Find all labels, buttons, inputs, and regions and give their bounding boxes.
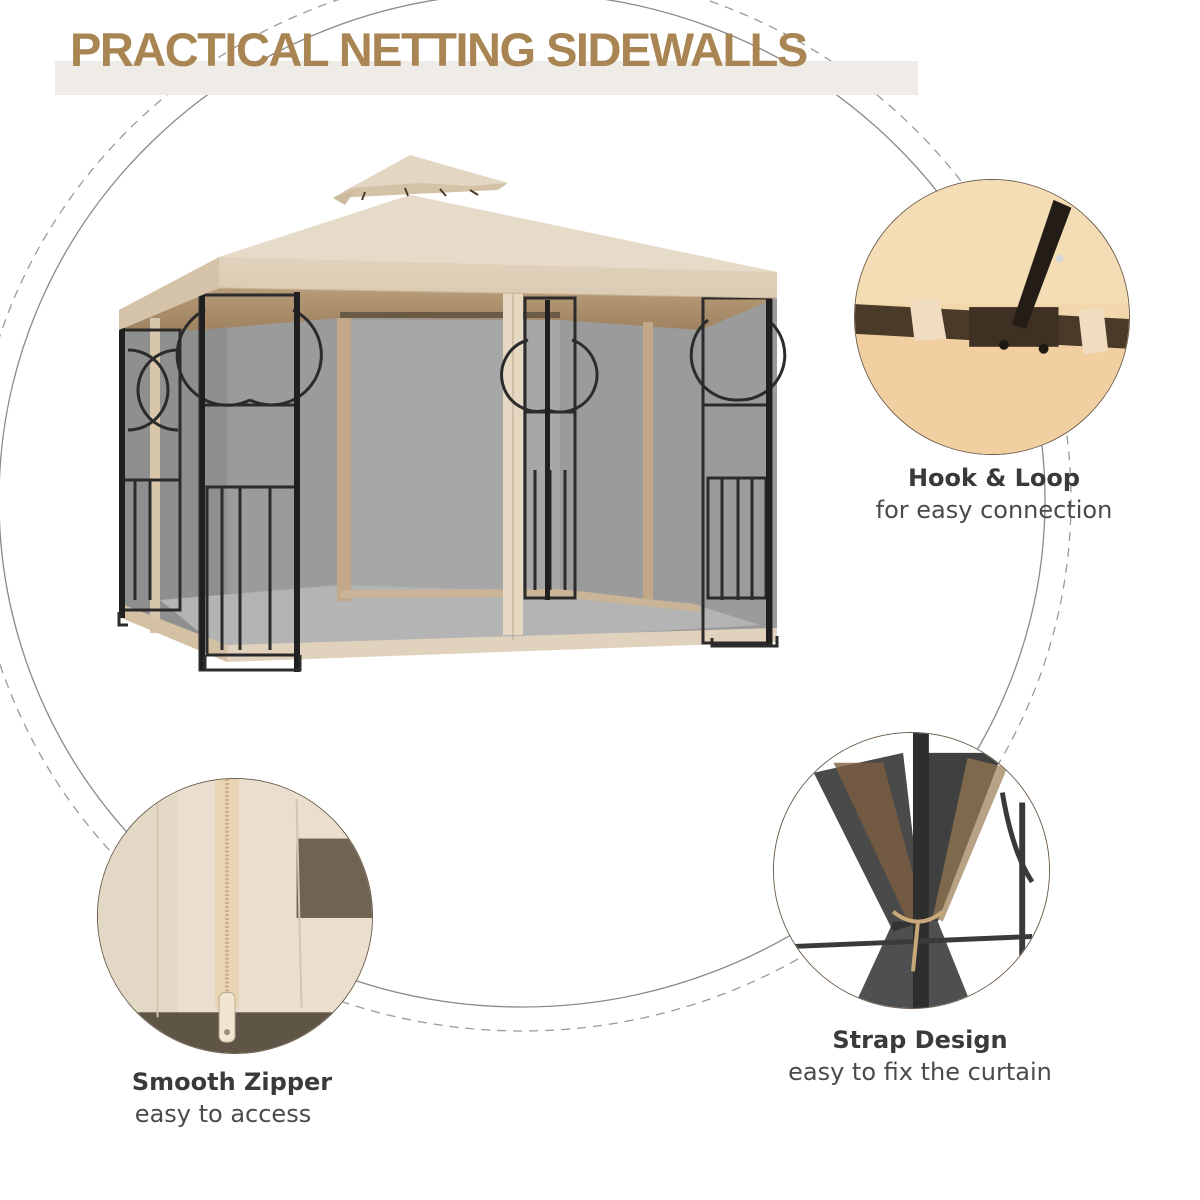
feature-caption-zipper: Smooth Zipper easy to access (102, 1066, 362, 1130)
strap-photo (774, 733, 1049, 1008)
solid-ring (0, 0, 1046, 1008)
feature-image-zipper (97, 778, 373, 1054)
feature-caption-hook-loop: Hook & Loop for easy connection (862, 462, 1126, 526)
hook-loop-photo (855, 180, 1129, 454)
feature-title: Smooth Zipper (131, 1068, 333, 1096)
feature-title: Strap Design (832, 1026, 1008, 1054)
feature-image-hook-loop (854, 179, 1130, 455)
zipper-photo (98, 779, 372, 1053)
dashed-ring (0, 0, 1072, 1032)
feature-caption-strap: Strap Design easy to fix the curtain (760, 1024, 1080, 1088)
feature-title: Hook & Loop (907, 464, 1081, 492)
feature-image-strap (773, 732, 1050, 1009)
feature-subtitle: easy to fix the curtain (788, 1058, 1052, 1086)
title-band (55, 61, 918, 95)
feature-subtitle: easy to access (134, 1100, 312, 1128)
feature-subtitle: for easy connection (875, 496, 1113, 524)
page-title: PRACTICAL NETTING SIDEWALLS (70, 23, 808, 76)
